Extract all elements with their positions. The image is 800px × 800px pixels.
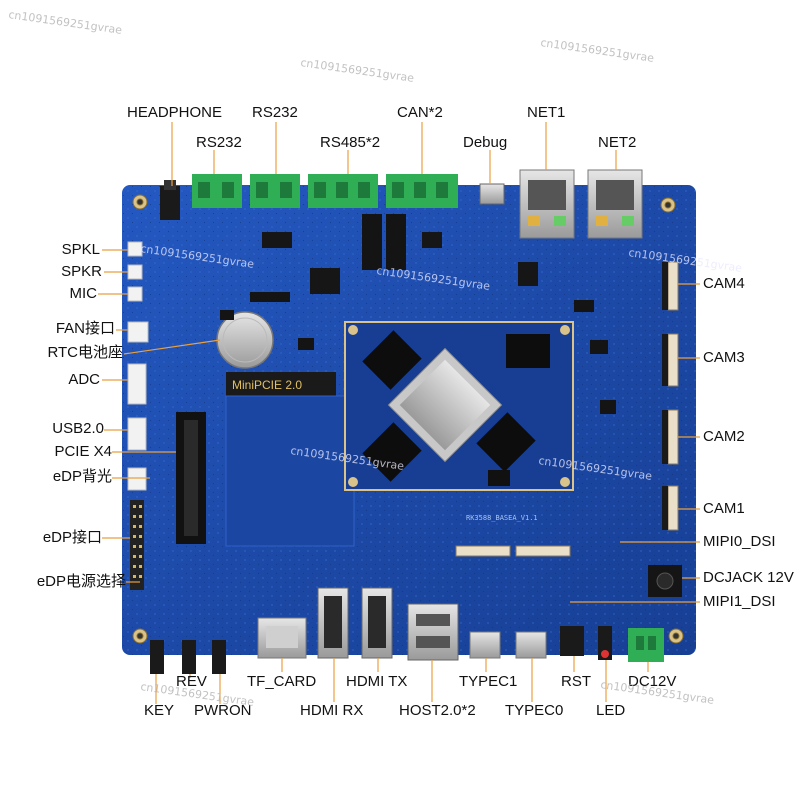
label-cam2: CAM2: [703, 428, 745, 445]
bottom-buttons: [150, 640, 226, 674]
label-debug: Debug: [463, 134, 508, 151]
board-silkscreen: RK3588_BASEA_V1.1: [466, 514, 538, 522]
label-hdmitx: HDMI TX: [346, 673, 408, 690]
label-mic: MIC: [69, 285, 98, 302]
label-dcjack: DCJACK 12V: [703, 569, 794, 586]
top-terminal-blocks: [192, 174, 458, 208]
label-net2: NET2: [598, 134, 637, 151]
label-host: HOST2.0*2: [399, 702, 476, 719]
label-dc12v: DC12V: [628, 673, 677, 690]
rtc-battery: [216, 311, 274, 369]
label-hdmirx: HDMI RX: [300, 702, 364, 719]
label-edp-power: eDP电源选择: [36, 573, 126, 590]
soc-chip: [387, 347, 503, 463]
usb-host-port: [407, 603, 459, 661]
label-rev: REV: [176, 673, 207, 690]
ethernet-jacks: [519, 169, 643, 239]
label-rs485: RS485*2: [320, 134, 381, 151]
minipcie-text: MiniPCIE 2.0: [232, 378, 302, 392]
label-spkr: SPKR: [61, 263, 102, 280]
label-can: CAN*2: [397, 104, 443, 121]
label-mipi1: MIPI1_DSI: [703, 593, 776, 610]
label-tfcard: TF_CARD: [247, 673, 317, 690]
ram-chips: [362, 330, 550, 482]
label-pwron: PWRON: [194, 702, 252, 719]
label-typec1: TYPEC1: [459, 673, 518, 690]
label-edp-backlight: eDP背光: [52, 468, 112, 485]
label-headphone: HEADPHONE: [127, 104, 223, 121]
label-led: LED: [596, 702, 626, 719]
label-mipi0: MIPI0_DSI: [703, 533, 776, 550]
label-rtc: RTC电池座: [47, 344, 123, 361]
minipcie-slot: [226, 372, 336, 396]
label-cam4: CAM4: [703, 275, 745, 292]
label-key: KEY: [144, 702, 175, 719]
mounting-holes: [132, 194, 684, 644]
label-rst: RST: [561, 673, 591, 690]
led-indicator: [598, 626, 612, 660]
rst-button: [560, 626, 584, 656]
label-fan: FAN接口: [55, 320, 115, 337]
label-usb20: USB2.0: [52, 420, 104, 437]
label-rs232: RS232: [196, 134, 242, 151]
label-edp-interface: eDP接口: [42, 529, 102, 546]
label-pcie: PCIE X4: [54, 443, 112, 460]
dc12v-terminal: [628, 628, 664, 662]
label-adc: ADC: [68, 371, 100, 388]
label-cam3: CAM3: [703, 349, 745, 366]
label-spkl: SPKL: [61, 241, 100, 258]
left-connectors: [127, 241, 149, 491]
headphone-jack: [160, 186, 180, 220]
label-typec0: TYPEC0: [505, 702, 564, 719]
leader-lines: [98, 122, 700, 704]
typec1-port: [469, 631, 501, 659]
label-net1: NET1: [527, 104, 566, 121]
typec0-port: [515, 631, 547, 659]
debug-port: [479, 183, 505, 205]
mipi-connectors: [455, 545, 571, 557]
label-cam1: CAM1: [703, 500, 745, 517]
label-rs232-upper: RS232: [252, 104, 298, 121]
